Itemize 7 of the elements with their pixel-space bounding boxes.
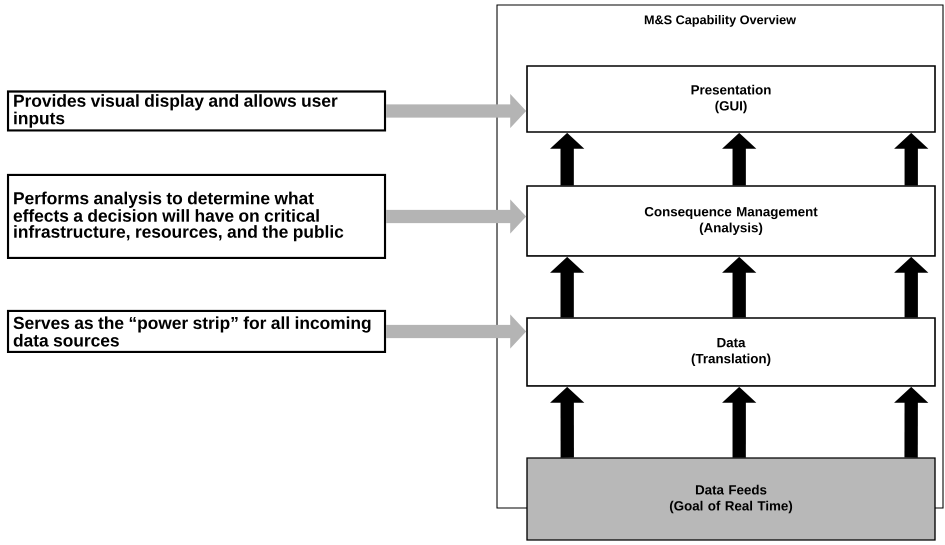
layer-box: Consequence Management (Analysis) <box>526 185 936 257</box>
layer-box: Data (Translation) <box>526 317 936 387</box>
description-box: Serves as the “power strip” for all incoming data sources <box>6 310 386 354</box>
description-box: Performs analysis to determine what effects a decision will have on critical infrastructure, resources, and the public <box>6 174 386 260</box>
description-box: Provides visual display and allows user inputs <box>6 90 386 132</box>
data-feeds-box: Data Feeds (Goal of Real Time) <box>526 457 936 541</box>
layer-box: Presentation (GUI) <box>526 65 936 133</box>
